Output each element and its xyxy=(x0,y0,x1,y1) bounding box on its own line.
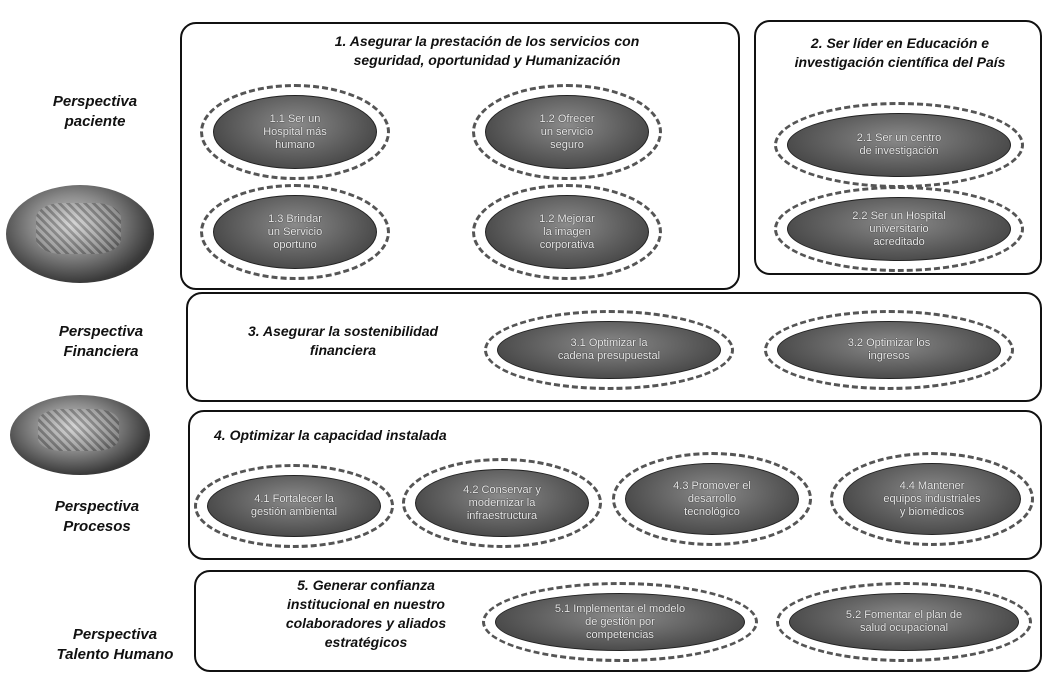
objective-panel-5: 5. Generar confianza institucional en nu… xyxy=(194,570,1042,672)
patient-photo xyxy=(6,185,154,283)
objective-oval-4-4[interactable]: 4.4 Mantener equipos industriales y biom… xyxy=(830,452,1034,546)
objective-oval-3-2[interactable]: 3.2 Optimizar los ingresos xyxy=(764,310,1014,390)
objective-oval-2-2[interactable]: 2.2 Ser un Hospital universitario acredi… xyxy=(774,186,1024,272)
perspective-label-procesos: Perspectiva Procesos xyxy=(54,498,140,535)
objective-label-4-1: 4.1 Fortalecer la gestión ambiental xyxy=(250,493,338,518)
objective-oval-3-1[interactable]: 3.1 Optimizar la cadena presupuestal xyxy=(484,310,734,390)
objective-oval-4-3[interactable]: 4.3 Promover el desarrollo tecnológico xyxy=(612,452,812,546)
objective-panel-1: 1. Asegurar la prestación de los servici… xyxy=(180,22,740,290)
objective-label-3-2: 3.2 Optimizar los ingresos xyxy=(847,337,931,362)
objective-label-2-2: 2.2 Ser un Hospital universitario acredi… xyxy=(852,209,946,248)
objective-label-1-2: 1.2 Ofrecer un servicio seguro xyxy=(539,112,595,151)
objective-oval-4-1[interactable]: 4.1 Fortalecer la gestión ambiental xyxy=(194,464,394,548)
objective-label-5-2: 5.2 Fomentar el plan de salud ocupaciona… xyxy=(845,609,963,634)
objective-panel-3: 3. Asegurar la sostenibilidad financiera… xyxy=(186,292,1042,402)
objective-label-1-1: 1.1 Ser un Hospital más humano xyxy=(263,112,327,151)
objective-oval-4-2[interactable]: 4.2 Conservar y modernizar la infraestru… xyxy=(402,458,602,548)
objective-label-1-4: 1.2 Mejorar la imagen corporativa xyxy=(539,212,595,251)
objective-label-5-1: 5.1 Implementar el modelo de gestión por… xyxy=(554,602,686,641)
perspective-label-financiera: Perspectiva Financiera xyxy=(58,323,144,360)
objective-oval-1-3[interactable]: 1.3 Brindar un Servicio oportuno xyxy=(200,184,390,280)
objective-oval-1-2[interactable]: 1.2 Ofrecer un servicio seguro xyxy=(472,84,662,180)
objective-panel-4: 4. Optimizar la capacidad instalada 4.1 … xyxy=(188,410,1042,560)
objective-oval-5-1[interactable]: 5.1 Implementar el modelo de gestión por… xyxy=(482,582,758,662)
objective-title-5: 5. Generar confianza institucional en nu… xyxy=(285,577,447,650)
objective-label-4-3: 4.3 Promover el desarrollo tecnológico xyxy=(673,479,751,518)
objective-title-4: 4. Optimizar la capacidad instalada xyxy=(214,427,447,443)
objective-oval-2-1[interactable]: 2.1 Ser un centro de investigación xyxy=(774,102,1024,188)
objective-label-4-4: 4.4 Mantener equipos industriales y biom… xyxy=(883,479,981,518)
objective-label-3-1: 3.1 Optimizar la cadena presupuestal xyxy=(557,337,661,362)
objective-label-4-2: 4.2 Conservar y modernizar la infraestru… xyxy=(463,483,541,522)
objective-panel-2: 2. Ser líder en Educación e investigació… xyxy=(754,20,1042,275)
objective-title-2: 2. Ser líder en Educación e investigació… xyxy=(794,35,1006,70)
objective-label-1-3: 1.3 Brindar un Servicio oportuno xyxy=(267,212,323,251)
objective-title-3: 3. Asegurar la sostenibilidad financiera xyxy=(247,323,439,358)
objective-label-2-1: 2.1 Ser un centro de investigación xyxy=(856,132,942,157)
objective-oval-1-1[interactable]: 1.1 Ser un Hospital más humano xyxy=(200,84,390,180)
objective-oval-5-2[interactable]: 5.2 Fomentar el plan de salud ocupaciona… xyxy=(776,582,1032,662)
objective-oval-1-4[interactable]: 1.2 Mejorar la imagen corporativa xyxy=(472,184,662,280)
objective-title-1: 1. Asegurar la prestación de los servici… xyxy=(334,33,640,68)
perspective-label-paciente: Perspectiva paciente xyxy=(52,93,138,130)
financial-photo xyxy=(10,395,150,475)
perspective-label-talento-humano: Perspectiva Talento Humano xyxy=(56,626,174,663)
